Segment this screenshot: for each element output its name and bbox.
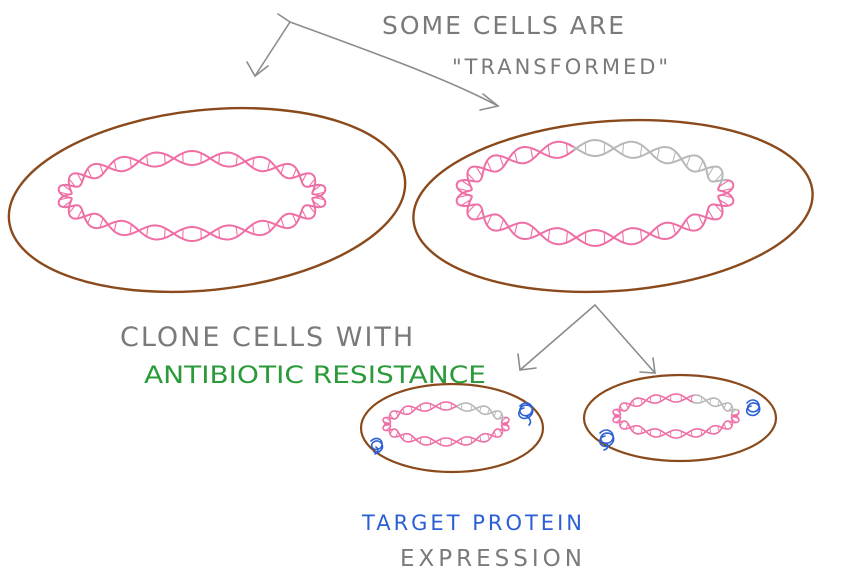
base-pair-rung [461, 439, 462, 445]
base-pair-rung [640, 145, 641, 156]
base-pair-rung [165, 154, 166, 164]
base-pair-rung [640, 230, 641, 241]
cell-untransformed [0, 90, 414, 311]
plasmid-strand [505, 417, 509, 424]
plasmid-strand [457, 147, 734, 244]
base-pair-rung [691, 431, 692, 437]
base-pair-rung [147, 227, 148, 237]
base-pair-rung [219, 228, 220, 238]
base-pair-rung [461, 404, 462, 410]
base-pair-rung [430, 404, 431, 410]
plasmid-dna-clone-left [383, 402, 509, 446]
base-pair-rung [660, 431, 661, 437]
insert-dna-strand [574, 140, 722, 186]
base-pair-rung [236, 156, 237, 166]
base-pair-rung [548, 145, 549, 156]
target-protein-label: Target Protein [361, 511, 585, 535]
protein-blob-icon [519, 403, 533, 425]
base-pair-rung [691, 396, 692, 402]
transformed-label-line2: "transformed" [452, 55, 671, 79]
plasmid-dna-clone-right [613, 394, 739, 438]
insert-dna-strand [574, 142, 727, 182]
plasmid-dna-untransformed [59, 151, 326, 241]
base-pair-rung [130, 158, 132, 168]
base-pair-rung [253, 158, 255, 168]
base-pair-rung [660, 396, 661, 402]
base-pair-rung [567, 143, 568, 154]
base-pair-rung [430, 439, 431, 445]
protein-blob-icon [747, 400, 760, 415]
base-pair-rung [548, 230, 549, 241]
plasmid-dna-transformed [457, 140, 734, 246]
base-pair-rung [165, 228, 166, 238]
base-pair-rung [130, 225, 132, 235]
base-pair-rung [147, 156, 148, 166]
clone-label: Clone cells with [120, 322, 415, 353]
base-pair-rung [253, 225, 255, 235]
plasmid-strand [727, 180, 733, 193]
protein-blob-icon [371, 438, 382, 454]
expression-label: Expression [400, 546, 586, 572]
base-pair-rung [567, 231, 568, 242]
antibiotic-resistance-label: Antibiotic Resistance [144, 361, 486, 389]
transformed-label-line1: Some cells are [382, 11, 626, 40]
base-pair-rung [236, 227, 237, 237]
clone-cell-right [584, 375, 776, 461]
plasmid-strand [736, 411, 739, 416]
split-arrow-bottom [518, 305, 655, 373]
base-pair-rung [623, 143, 624, 154]
base-pair-rung [219, 154, 220, 164]
base-pair-rung [623, 231, 624, 242]
